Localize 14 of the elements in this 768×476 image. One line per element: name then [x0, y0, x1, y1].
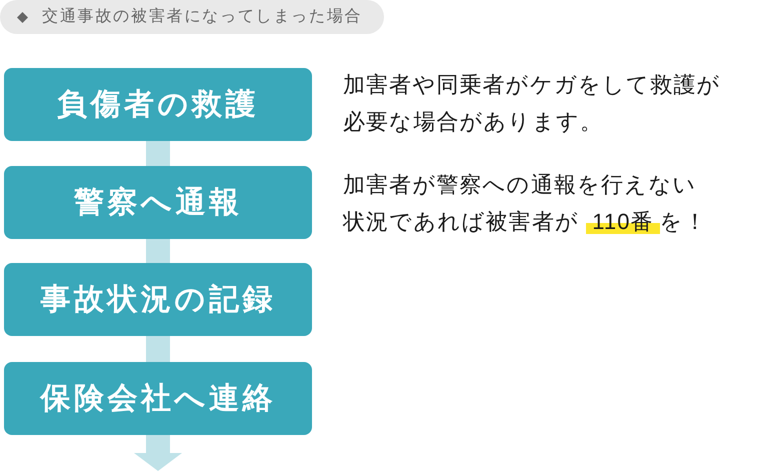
step-label: 保険会社へ連絡: [40, 380, 276, 417]
step-label: 負傷者の救護: [57, 86, 259, 123]
step-box: [4, 263, 312, 336]
note-text: 加害者や同乗者がケガをして救護が必要な場合があります。: [343, 71, 722, 136]
step-label: 事故状況の記録: [40, 282, 276, 318]
connector-bar: [146, 141, 170, 166]
title-text: 交通事故の被害者になってしまった場合: [42, 9, 362, 25]
step-box: [4, 166, 312, 239]
step-box: [4, 362, 312, 435]
flow-arrow: [134, 435, 182, 471]
connector-bar: [146, 336, 170, 362]
step-label: 警察へ通報: [74, 184, 242, 221]
step-box: [4, 68, 312, 141]
connector-bar: [146, 239, 170, 263]
